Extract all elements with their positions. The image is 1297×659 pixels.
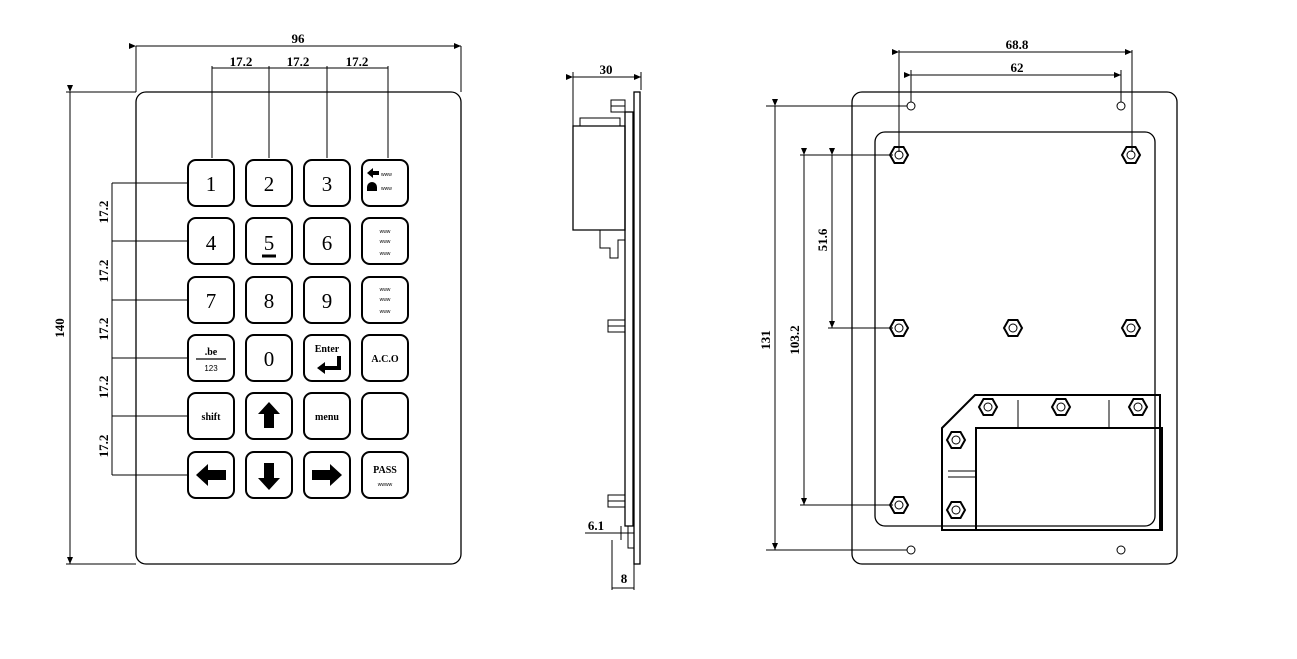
dim-rear-height-51: 51.6 xyxy=(815,228,830,251)
key-fraction-top: .be xyxy=(205,347,218,358)
rear-connector-housing xyxy=(975,427,1163,531)
dim-pitch-left-2: 17.2 xyxy=(96,260,111,283)
dim-front-height: 140 xyxy=(52,318,67,338)
key-menu[interactable] xyxy=(303,392,351,440)
key-1-label: 1 xyxy=(206,172,217,196)
key-function-2-text-1: www xyxy=(380,287,391,293)
key-phone-text-2: www xyxy=(381,186,392,192)
key-6[interactable] xyxy=(303,217,351,265)
hex-nut xyxy=(1050,398,1072,416)
key-enter-label: Enter xyxy=(315,344,340,355)
key-function-1-text-2: www xyxy=(380,239,391,245)
key-menu-label: menu xyxy=(315,412,339,423)
hex-nut xyxy=(888,496,910,514)
dim-rear-height-131: 131 xyxy=(758,330,773,350)
rear-view: 68.8 62 131 103.2 51.6 xyxy=(758,37,1178,565)
dim-side-thickness: 8 xyxy=(621,571,628,586)
key-phone[interactable] xyxy=(361,159,409,207)
hex-nut xyxy=(888,146,910,164)
key-6-label: 6 xyxy=(322,231,333,255)
key-blank[interactable] xyxy=(361,392,409,440)
key-5[interactable] xyxy=(245,217,293,265)
key-2[interactable] xyxy=(245,159,293,207)
key-shift[interactable] xyxy=(187,392,235,440)
dim-pitch-top-1: 17.2 xyxy=(230,54,253,69)
key-9-label: 9 xyxy=(322,289,333,313)
arrow-right-icon xyxy=(312,464,342,486)
key-pass-sub: wwww xyxy=(378,482,393,488)
hex-nut xyxy=(888,319,910,337)
hex-nut xyxy=(1002,319,1024,337)
key-1[interactable] xyxy=(187,159,235,207)
key-function-1-text-3: www xyxy=(380,251,391,257)
dim-rear-inner-pitch: 62 xyxy=(1011,60,1024,75)
mount-hole-br xyxy=(1116,545,1126,555)
hex-nut xyxy=(945,431,967,449)
key-phone-text-1: www xyxy=(381,172,392,178)
dim-pitch-left-1: 17.2 xyxy=(96,201,111,224)
key-function-1-text-1: www xyxy=(380,229,391,235)
key-2-label: 2 xyxy=(264,172,275,196)
hex-nut xyxy=(1120,319,1142,337)
side-connector-block xyxy=(572,125,626,231)
dim-pitch-top-2: 17.2 xyxy=(287,54,310,69)
key-4[interactable] xyxy=(187,217,235,265)
key-function-1[interactable] xyxy=(361,217,409,265)
user-icon xyxy=(367,182,377,191)
mount-hole-tr xyxy=(1116,101,1126,111)
dim-side-offset: 6.1 xyxy=(588,518,604,533)
key-function-2[interactable] xyxy=(361,276,409,324)
key-4-label: 4 xyxy=(206,231,217,255)
phone-arrow-icon xyxy=(367,168,379,178)
dim-rear-outer-pitch: 68.8 xyxy=(1006,37,1029,52)
dim-pitch-left-4: 17.2 xyxy=(96,376,111,399)
front-view: 96 17.2 17.2 17.2 140 17.2 17.2 17.2 17.… xyxy=(52,31,462,565)
key-5-label: 5 xyxy=(264,231,275,255)
dim-rear-height-103: 103.2 xyxy=(787,325,802,354)
key-3[interactable] xyxy=(303,159,351,207)
dim-front-width: 96 xyxy=(292,31,306,46)
key-fraction[interactable] xyxy=(187,334,235,382)
mount-hole-bl xyxy=(906,545,916,555)
rear-pcb-outline xyxy=(874,131,1156,527)
key-3-label: 3 xyxy=(322,172,333,196)
key-function-2-text-2: www xyxy=(380,297,391,303)
mount-hole-tl xyxy=(906,101,916,111)
side-front-plate xyxy=(633,91,641,565)
hex-nut xyxy=(945,501,967,519)
arrow-down-icon xyxy=(258,463,280,490)
front-panel-outline xyxy=(135,91,462,565)
dim-pitch-left-5: 17.2 xyxy=(96,435,111,458)
dim-pitch-left-3: 17.2 xyxy=(96,318,111,341)
hex-nut xyxy=(1127,398,1149,416)
key-pass-label: PASS xyxy=(373,465,397,476)
key-0-label: 0 xyxy=(264,347,275,371)
side-view: 30 6.1 8 xyxy=(566,62,642,590)
hex-nut xyxy=(977,398,999,416)
key-aco[interactable] xyxy=(361,334,409,382)
key-fraction-bottom: 123 xyxy=(204,364,218,373)
key-7-label: 7 xyxy=(206,289,217,313)
key-8[interactable] xyxy=(245,276,293,324)
key-7[interactable] xyxy=(187,276,235,324)
key-0[interactable] xyxy=(245,334,293,382)
key-enter[interactable] xyxy=(303,334,351,382)
arrow-left-icon xyxy=(196,464,226,486)
key-pass[interactable] xyxy=(361,451,409,499)
rear-connector-bracket xyxy=(941,394,1161,531)
key-shift-label: shift xyxy=(202,412,222,423)
enter-arrow-icon xyxy=(317,356,341,374)
key-aco-label: A.C.O xyxy=(371,354,398,365)
side-pcb xyxy=(624,111,634,527)
dim-side-depth: 30 xyxy=(600,62,613,77)
key-function-2-text-3: www xyxy=(380,309,391,315)
arrow-up-icon xyxy=(258,402,280,428)
key-9[interactable] xyxy=(303,276,351,324)
key-8-label: 8 xyxy=(264,289,275,313)
dim-pitch-top-3: 17.2 xyxy=(346,54,369,69)
hex-nut xyxy=(1120,146,1142,164)
